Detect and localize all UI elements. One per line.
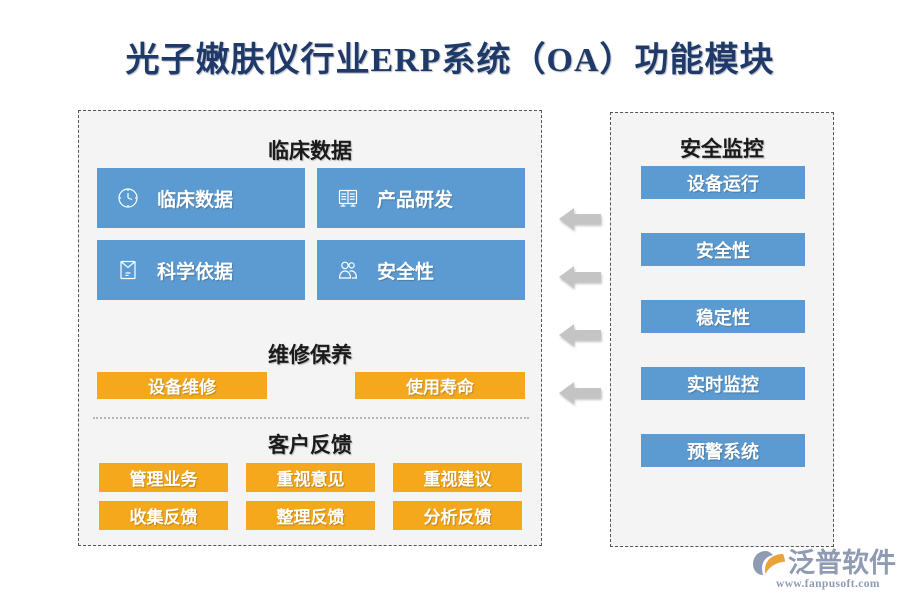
left-panel: 临床数据 临床数据 — [78, 110, 542, 546]
logo-url: www.fanpusoft.com — [776, 578, 880, 590]
security-item-stability[interactable]: 稳定性 — [641, 300, 805, 333]
logo-row: 泛普软件 — [752, 547, 896, 578]
users-icon — [335, 257, 361, 283]
right-panel: 安全监控 设备运行 安全性 稳定性 实时监控 预警系统 — [610, 112, 834, 547]
feedback-item-organize-feedback[interactable]: 整理反馈 — [246, 501, 375, 530]
clinical-card-safety[interactable]: 安全性 — [317, 240, 525, 300]
clinical-card-label: 临床数据 — [157, 189, 234, 211]
clinical-card-clinical-data[interactable]: 临床数据 — [97, 168, 305, 228]
arrow-left-icon — [559, 382, 601, 404]
envelope-icon — [115, 257, 141, 283]
feedback-grid: 管理业务 重视意见 重视建议 收集反馈 整理反馈 分析反馈 — [99, 463, 523, 530]
clinical-card-label: 科学依据 — [157, 261, 234, 283]
arrow-group — [557, 206, 603, 406]
page-title: 光子嫩肤仪行业ERP系统（OA）功能模块 — [125, 42, 775, 79]
feedback-item-value-opinions[interactable]: 重视意见 — [246, 463, 375, 492]
section-divider — [93, 417, 529, 419]
clinical-card-grid: 临床数据 — [97, 168, 525, 300]
clinical-section-heading: 临床数据 — [268, 139, 352, 163]
clock-icon — [115, 185, 141, 211]
security-item-equipment-operation[interactable]: 设备运行 — [641, 166, 805, 199]
feedback-item-manage-business[interactable]: 管理业务 — [99, 463, 228, 492]
feedback-item-value-suggestions[interactable]: 重视建议 — [393, 463, 522, 492]
maintenance-item-service-life[interactable]: 使用寿命 — [355, 372, 525, 399]
security-section-heading: 安全监控 — [680, 137, 764, 161]
document-table-icon — [335, 185, 361, 211]
security-list: 设备运行 安全性 稳定性 实时监控 预警系统 — [641, 166, 805, 467]
arrow-left-icon — [559, 266, 601, 288]
clinical-card-scientific-basis[interactable]: 科学依据 — [97, 240, 305, 300]
security-item-safety[interactable]: 安全性 — [641, 233, 805, 266]
clinical-card-product-rd[interactable]: 产品研发 — [317, 168, 525, 228]
security-item-realtime-monitoring[interactable]: 实时监控 — [641, 367, 805, 400]
maintenance-item-equipment-repair[interactable]: 设备维修 — [97, 372, 267, 399]
fanpu-swirl-icon — [753, 551, 785, 575]
clinical-card-label: 安全性 — [377, 261, 435, 283]
arrow-left-icon — [559, 324, 601, 346]
logo-name: 泛普软件 — [788, 547, 896, 578]
feedback-item-collect-feedback[interactable]: 收集反馈 — [99, 501, 228, 530]
feedback-item-analyze-feedback[interactable]: 分析反馈 — [393, 501, 522, 530]
security-item-warning-system[interactable]: 预警系统 — [641, 434, 805, 467]
arrow-left-icon — [559, 208, 601, 230]
feedback-section-heading: 客户反馈 — [268, 433, 352, 457]
company-logo: 泛普软件 www.fanpusoft.com — [752, 547, 896, 593]
maintenance-row: 设备维修 使用寿命 — [97, 372, 525, 399]
clinical-card-label: 产品研发 — [377, 189, 454, 211]
maintenance-section-heading: 维修保养 — [268, 343, 352, 367]
